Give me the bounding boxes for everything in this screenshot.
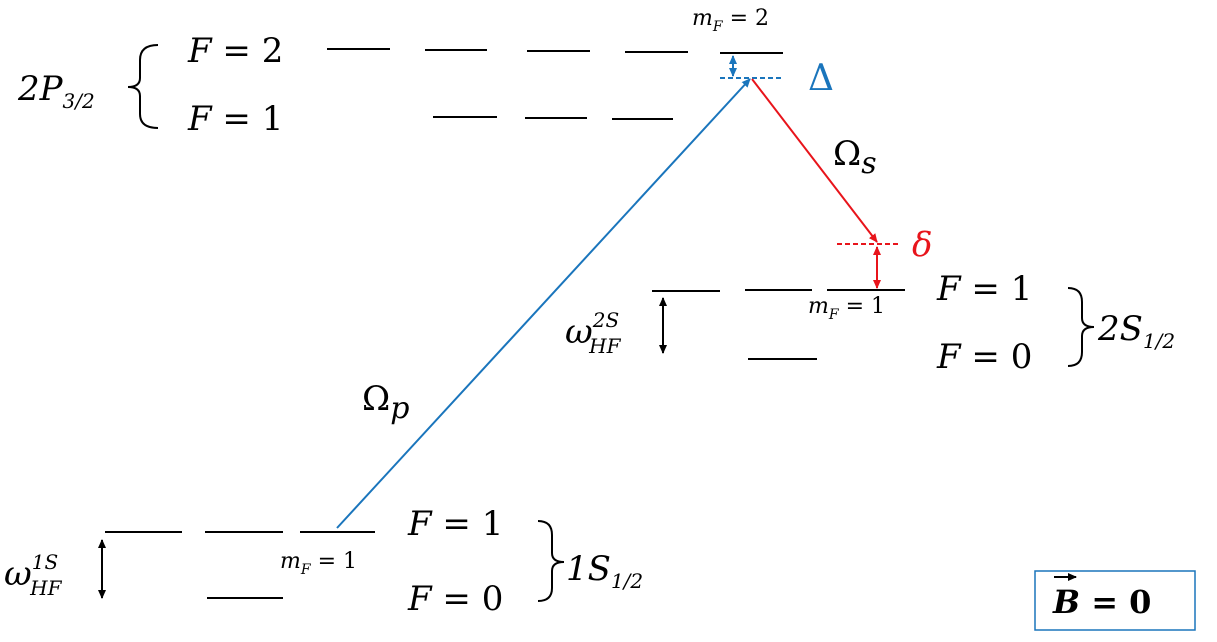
label-2s-f0: F = 0 — [936, 337, 1032, 377]
label-mf1-1s: mF = 1 — [280, 549, 357, 578]
stokes-transition-arrow — [751, 78, 878, 243]
term-2s1/2: 2S1/2 — [1097, 309, 1175, 353]
label-2s-f1: F = 1 — [936, 269, 1032, 309]
label-B-zero: B = 0 — [1052, 583, 1151, 621]
brace-2p — [127, 44, 159, 129]
magnetic-field-box: B = 0 — [1034, 570, 1196, 631]
label-2p-f2: F = 2 — [187, 31, 283, 71]
term-2p3/2: 2P3/2 — [17, 69, 95, 113]
brace-2s — [1067, 287, 1095, 367]
pump-transition-arrow — [336, 78, 751, 529]
term-1s1/2: 1S1/2 — [566, 549, 643, 593]
brace-1s — [537, 520, 565, 602]
level-2p-f2 — [327, 48, 783, 54]
label-mf1-2s: mF = 1 — [808, 294, 885, 323]
label-delta: δ — [912, 225, 932, 265]
label-Omega-p: Ωp — [362, 379, 409, 426]
level-2s-f1 — [652, 289, 905, 292]
label-Delta: Δ — [808, 58, 834, 99]
label-2p-f1: F = 1 — [187, 99, 283, 139]
level-2p-f1 — [433, 116, 673, 120]
label-1s-f1: F = 1 — [407, 504, 503, 544]
label-1s-f0: F = 0 — [407, 579, 503, 619]
label-Omega-s: Ωs — [833, 134, 877, 181]
label-mf2: mF = 2 — [692, 6, 769, 35]
